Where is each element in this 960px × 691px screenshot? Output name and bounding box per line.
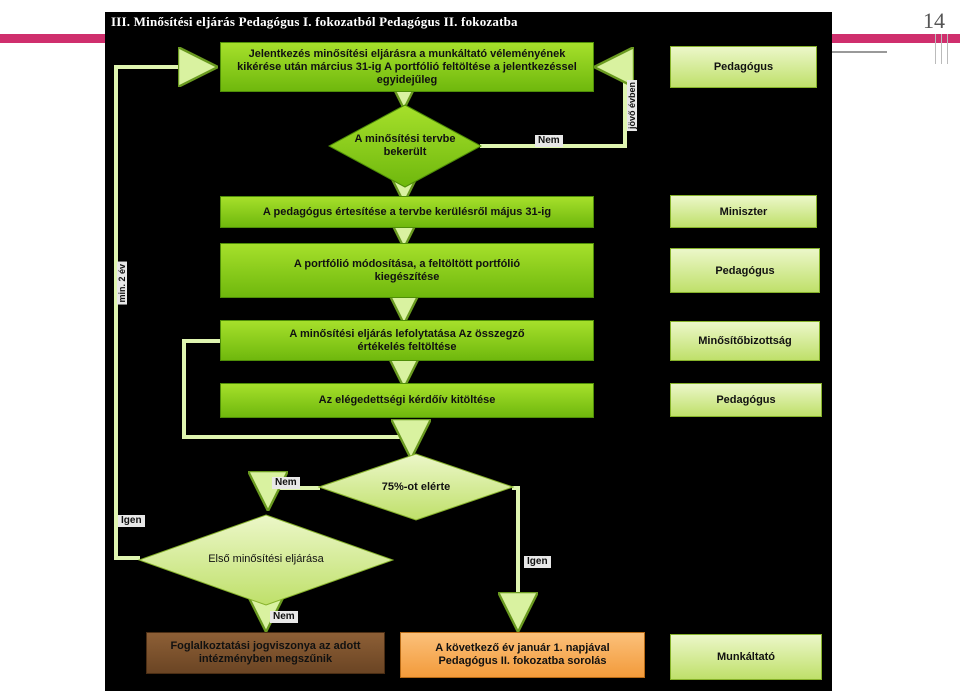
- header-vline-3: [947, 34, 948, 64]
- edge-label-next-year: jövő évben: [627, 80, 637, 132]
- step-conduct: A minősítési eljárás lefolytatása Az öss…: [220, 320, 594, 361]
- role-box: Munkáltató: [670, 634, 822, 680]
- decision-in-plan: [328, 104, 482, 188]
- edge-label-igen: Igen: [524, 556, 551, 568]
- header-pink-bar: [0, 34, 105, 43]
- slide-number: 14: [923, 8, 945, 33]
- step-notify: A pedagógus értesítése a tervbe kerülésr…: [220, 196, 594, 228]
- role-box: Pedagógus: [670, 248, 820, 293]
- arrow-conduct-to-75: [182, 339, 411, 451]
- step-apply: Jelentkezés minősítési eljárásra a munká…: [220, 42, 594, 92]
- role-box: Pedagógus: [670, 383, 822, 417]
- arrow-first-igen-loop: [114, 67, 210, 560]
- role-box: Miniszter: [670, 195, 817, 228]
- decision-first-label: Első minősítési eljárása: [208, 553, 324, 565]
- step-terminate: Foglalkoztatási jogviszonya az adott int…: [146, 632, 385, 674]
- role-box: Pedagógus: [670, 46, 817, 88]
- diagram-title: III. Minősítési eljárás Pedagógus I. fok…: [111, 14, 518, 29]
- decision-75-label: 75%-ot elérte: [381, 481, 451, 493]
- header-vline-1: [935, 34, 936, 64]
- step-survey: Az elégedettségi kérdőív kitöltése: [220, 383, 594, 418]
- edge-label-min-2-years: min. 2 év: [117, 262, 127, 305]
- edge-label-igen: Igen: [118, 515, 145, 527]
- edge-label-nem: Nem: [272, 477, 300, 489]
- header-gray-line: [832, 51, 887, 53]
- edge-label-nem: Nem: [270, 611, 298, 623]
- arrow-75-igen: [512, 486, 518, 624]
- arrow-75-nem: [268, 488, 320, 503]
- header-pink-bar-right: [832, 34, 960, 43]
- step-promote: A következő év január 1. napjával Pedagó…: [400, 632, 645, 678]
- role-box: Minősítőbizottság: [670, 321, 820, 361]
- step-modify: A portfólió módosítása, a feltöltött por…: [220, 243, 594, 298]
- decision-75: [318, 453, 514, 521]
- header-vline-2: [941, 34, 942, 64]
- decision-in-plan-label: A minősítési tervbe bekerült: [354, 133, 456, 158]
- edge-label-nem: Nem: [535, 135, 563, 147]
- decision-first: [138, 514, 394, 606]
